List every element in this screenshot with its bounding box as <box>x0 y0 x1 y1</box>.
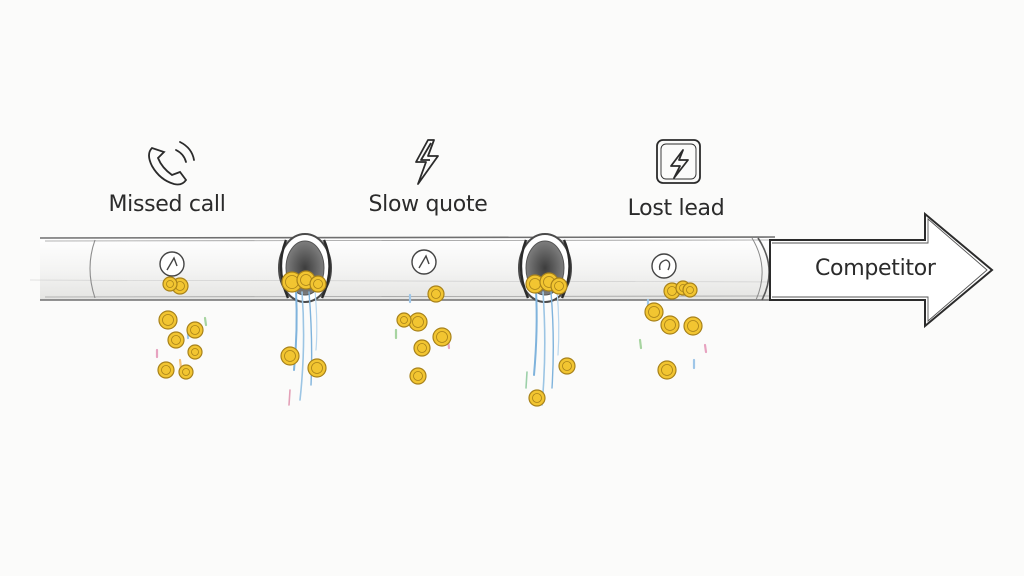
coin-icon <box>682 282 698 298</box>
gauge-icon <box>159 251 185 277</box>
coin-icon <box>657 360 677 380</box>
falling-coins <box>157 270 703 407</box>
gauge-icon <box>411 249 437 275</box>
pipe-joint <box>278 233 332 303</box>
coin-icon <box>167 331 185 349</box>
coin-icon <box>157 361 175 379</box>
coin-icon <box>408 312 428 332</box>
arrow-right-icon <box>769 211 994 329</box>
coin-icon <box>644 302 664 322</box>
gauge-icon <box>651 253 677 279</box>
coin-icon <box>309 275 327 293</box>
water-leak <box>288 289 560 406</box>
coin-icon <box>396 312 412 328</box>
coin-icon <box>178 364 194 380</box>
coin-icon <box>683 316 703 336</box>
stage-label-missed-call: Missed call <box>108 192 226 217</box>
destination-label-competitor: Competitor <box>815 256 936 281</box>
coin-icon <box>280 346 300 366</box>
coin-icon <box>186 321 204 339</box>
coin-icon <box>162 276 178 292</box>
phone-icon <box>148 141 195 186</box>
coin-icon <box>660 315 680 335</box>
coin-icon <box>158 310 178 330</box>
coin-icon <box>528 389 546 407</box>
coin-icon <box>409 367 427 385</box>
pipe <box>29 236 776 301</box>
stage-label-lost-lead: Lost lead <box>627 196 725 221</box>
coin-icon <box>558 357 576 375</box>
coin-icon <box>187 344 203 360</box>
stage-label-slow-quote: Slow quote <box>368 192 488 217</box>
coin-icon <box>550 277 568 295</box>
coin-icon <box>413 339 431 357</box>
lightning-icon <box>415 139 439 185</box>
coin-icon <box>427 285 445 303</box>
lightning-box-icon <box>656 139 701 184</box>
confetti-drips <box>155 293 708 370</box>
coin-icon <box>432 327 452 347</box>
coin-icon <box>307 358 327 378</box>
